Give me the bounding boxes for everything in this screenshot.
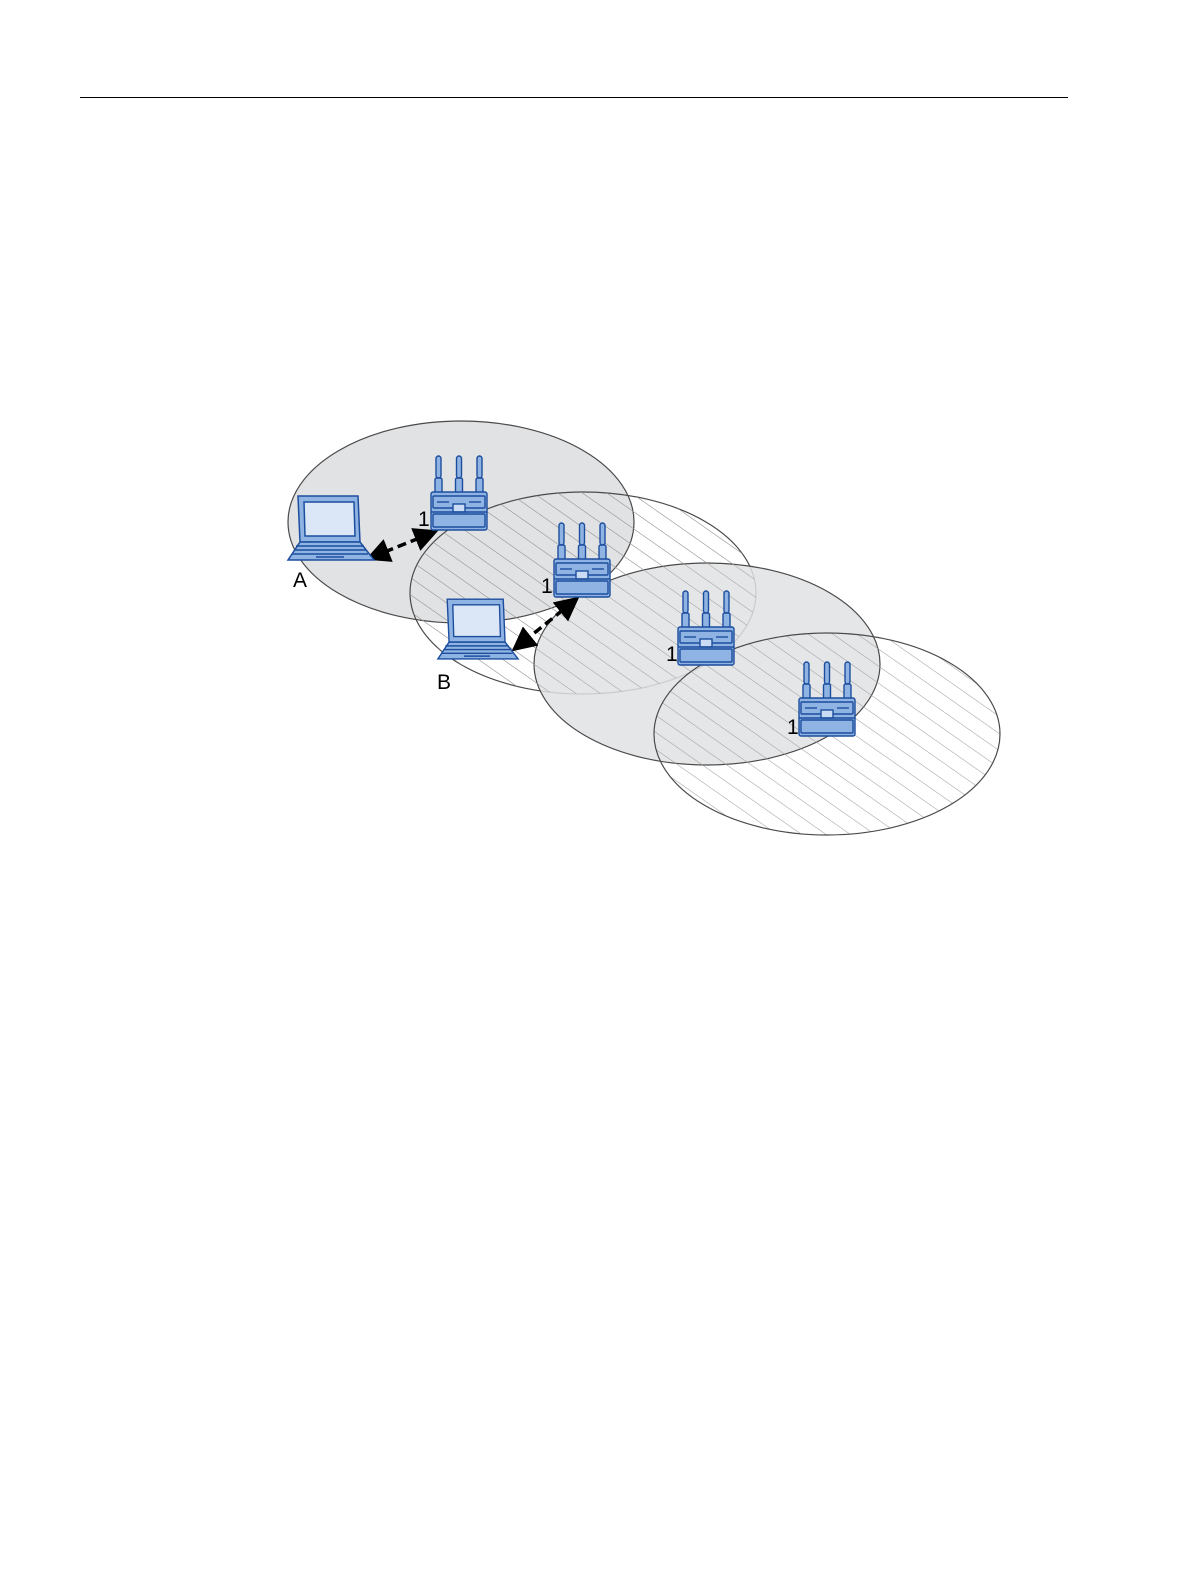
coverage-cells (288, 421, 1000, 835)
access-point-label: 1 (787, 716, 799, 739)
access-point-icon (678, 591, 734, 665)
client-label-b: B (437, 671, 451, 694)
client-label-a: A (293, 569, 307, 592)
access-point-icon (431, 456, 487, 530)
access-point-label: 1 (666, 643, 678, 666)
access-point-label: 1 (541, 575, 553, 598)
access-point-label: 1 (418, 508, 430, 531)
access-point-icon (799, 662, 855, 736)
access-point-icon (554, 523, 610, 597)
